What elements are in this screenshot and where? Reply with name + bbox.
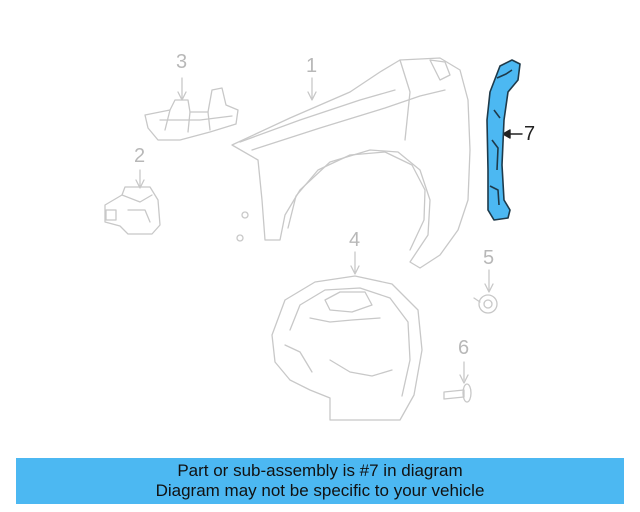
- molding-part-7[interactable]: [486, 59, 521, 221]
- fender-part-1[interactable]: [231, 57, 471, 269]
- bolt-part-6[interactable]: [443, 361, 472, 403]
- callout-1: 1: [306, 55, 318, 77]
- support-part-3[interactable]: [144, 77, 239, 141]
- info-banner: Part or sub-assembly is #7 in diagram Di…: [16, 458, 624, 504]
- liner-part-4[interactable]: [271, 251, 423, 421]
- callout-2: 2: [134, 145, 146, 167]
- callout-5: 5: [483, 247, 495, 269]
- banner-line-1: Part or sub-assembly is #7 in diagram: [177, 461, 463, 480]
- callout-3: 3: [176, 51, 188, 73]
- clip-part-5[interactable]: [473, 269, 498, 314]
- callout-4: 4: [349, 229, 361, 251]
- callout-6: 6: [458, 337, 470, 359]
- callout-7: 7: [524, 123, 536, 145]
- bracket-part-2[interactable]: [104, 169, 161, 235]
- banner-line-2: Diagram may not be specific to your vehi…: [155, 481, 485, 500]
- parts-diagram: [104, 57, 523, 421]
- leader-arrow-7: [502, 129, 523, 139]
